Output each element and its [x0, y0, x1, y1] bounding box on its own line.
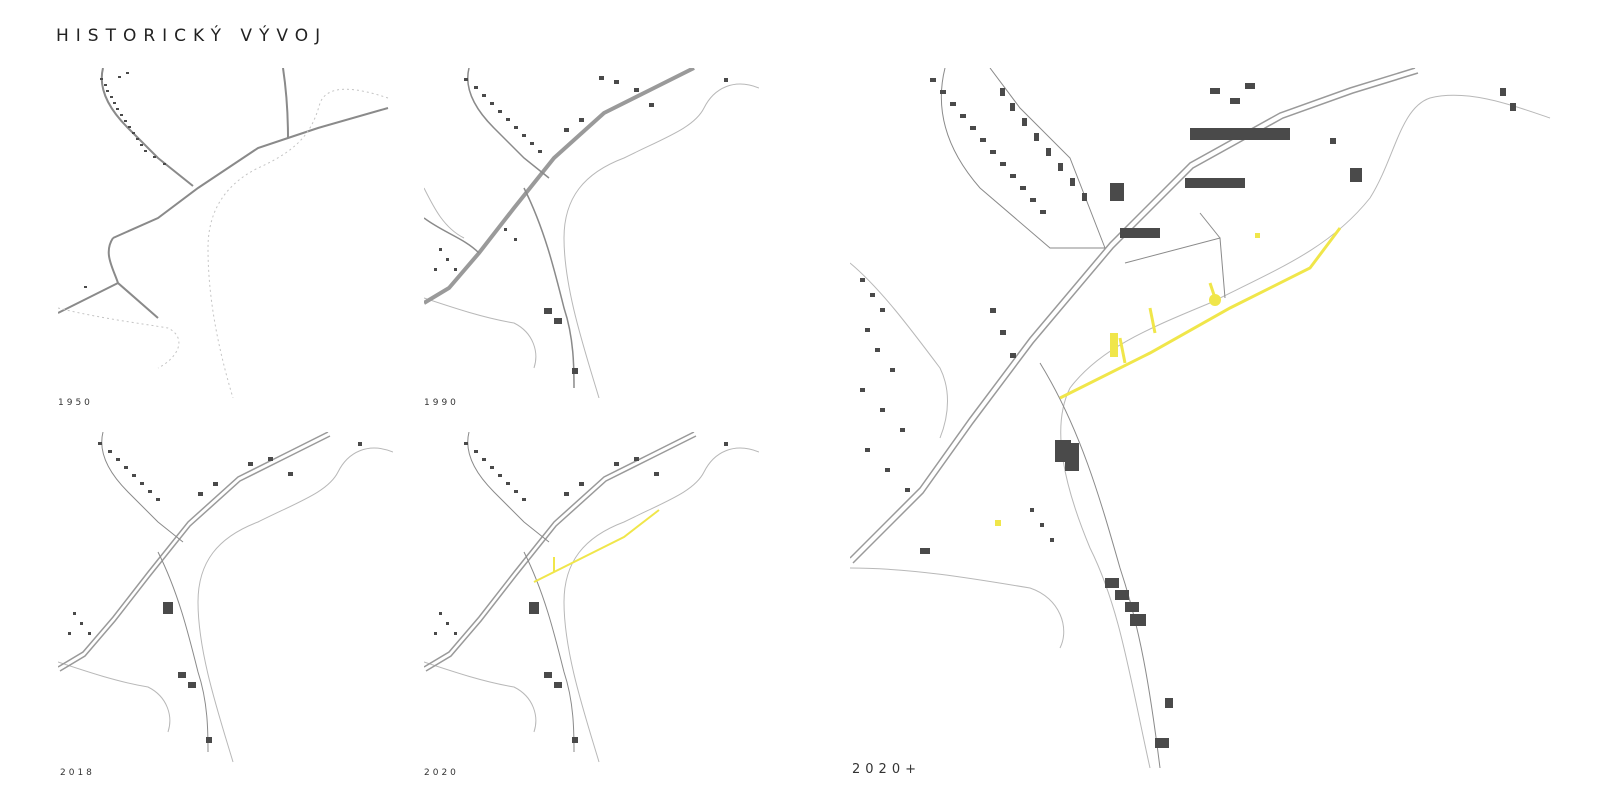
year-label-1990: 1990 — [424, 398, 459, 408]
map-1950 — [58, 68, 389, 398]
map-2018 — [58, 432, 393, 763]
map-panel-2020 — [424, 432, 759, 772]
shoreline — [424, 83, 759, 398]
map-panel-1950 — [58, 68, 393, 398]
map-2020 — [424, 432, 759, 763]
roads — [467, 432, 575, 753]
shoreline — [58, 447, 393, 763]
main-road — [424, 432, 697, 672]
map-panel-1990 — [424, 68, 759, 398]
dotted-shoreline — [58, 88, 389, 398]
map-2020-plus — [850, 68, 1551, 769]
buildings — [68, 442, 362, 743]
proposal-promenade — [533, 509, 660, 583]
year-label-2018: 2018 — [60, 768, 95, 778]
buildings — [860, 78, 1516, 748]
page-title: HISTORICKÝ VÝVOJ — [56, 26, 328, 46]
year-label-2020: 2020 — [424, 768, 459, 778]
shoreline — [424, 447, 759, 763]
shoreline — [850, 94, 1551, 769]
buildings — [84, 72, 166, 288]
roads — [101, 432, 209, 753]
roads — [424, 68, 575, 389]
main-road — [58, 432, 331, 672]
year-label-2020-plus: 2020+ — [852, 762, 921, 777]
map-1990 — [424, 68, 759, 398]
proposal-elements — [995, 233, 1260, 526]
map-panel-2020-plus — [850, 68, 1570, 778]
year-label-1950: 1950 — [58, 398, 93, 408]
map-panel-2018 — [58, 432, 393, 772]
buildings — [434, 76, 728, 374]
main-road — [850, 68, 1419, 564]
main-road — [424, 68, 695, 305]
buildings — [434, 442, 728, 743]
roads — [58, 68, 389, 319]
roads — [940, 68, 1226, 769]
